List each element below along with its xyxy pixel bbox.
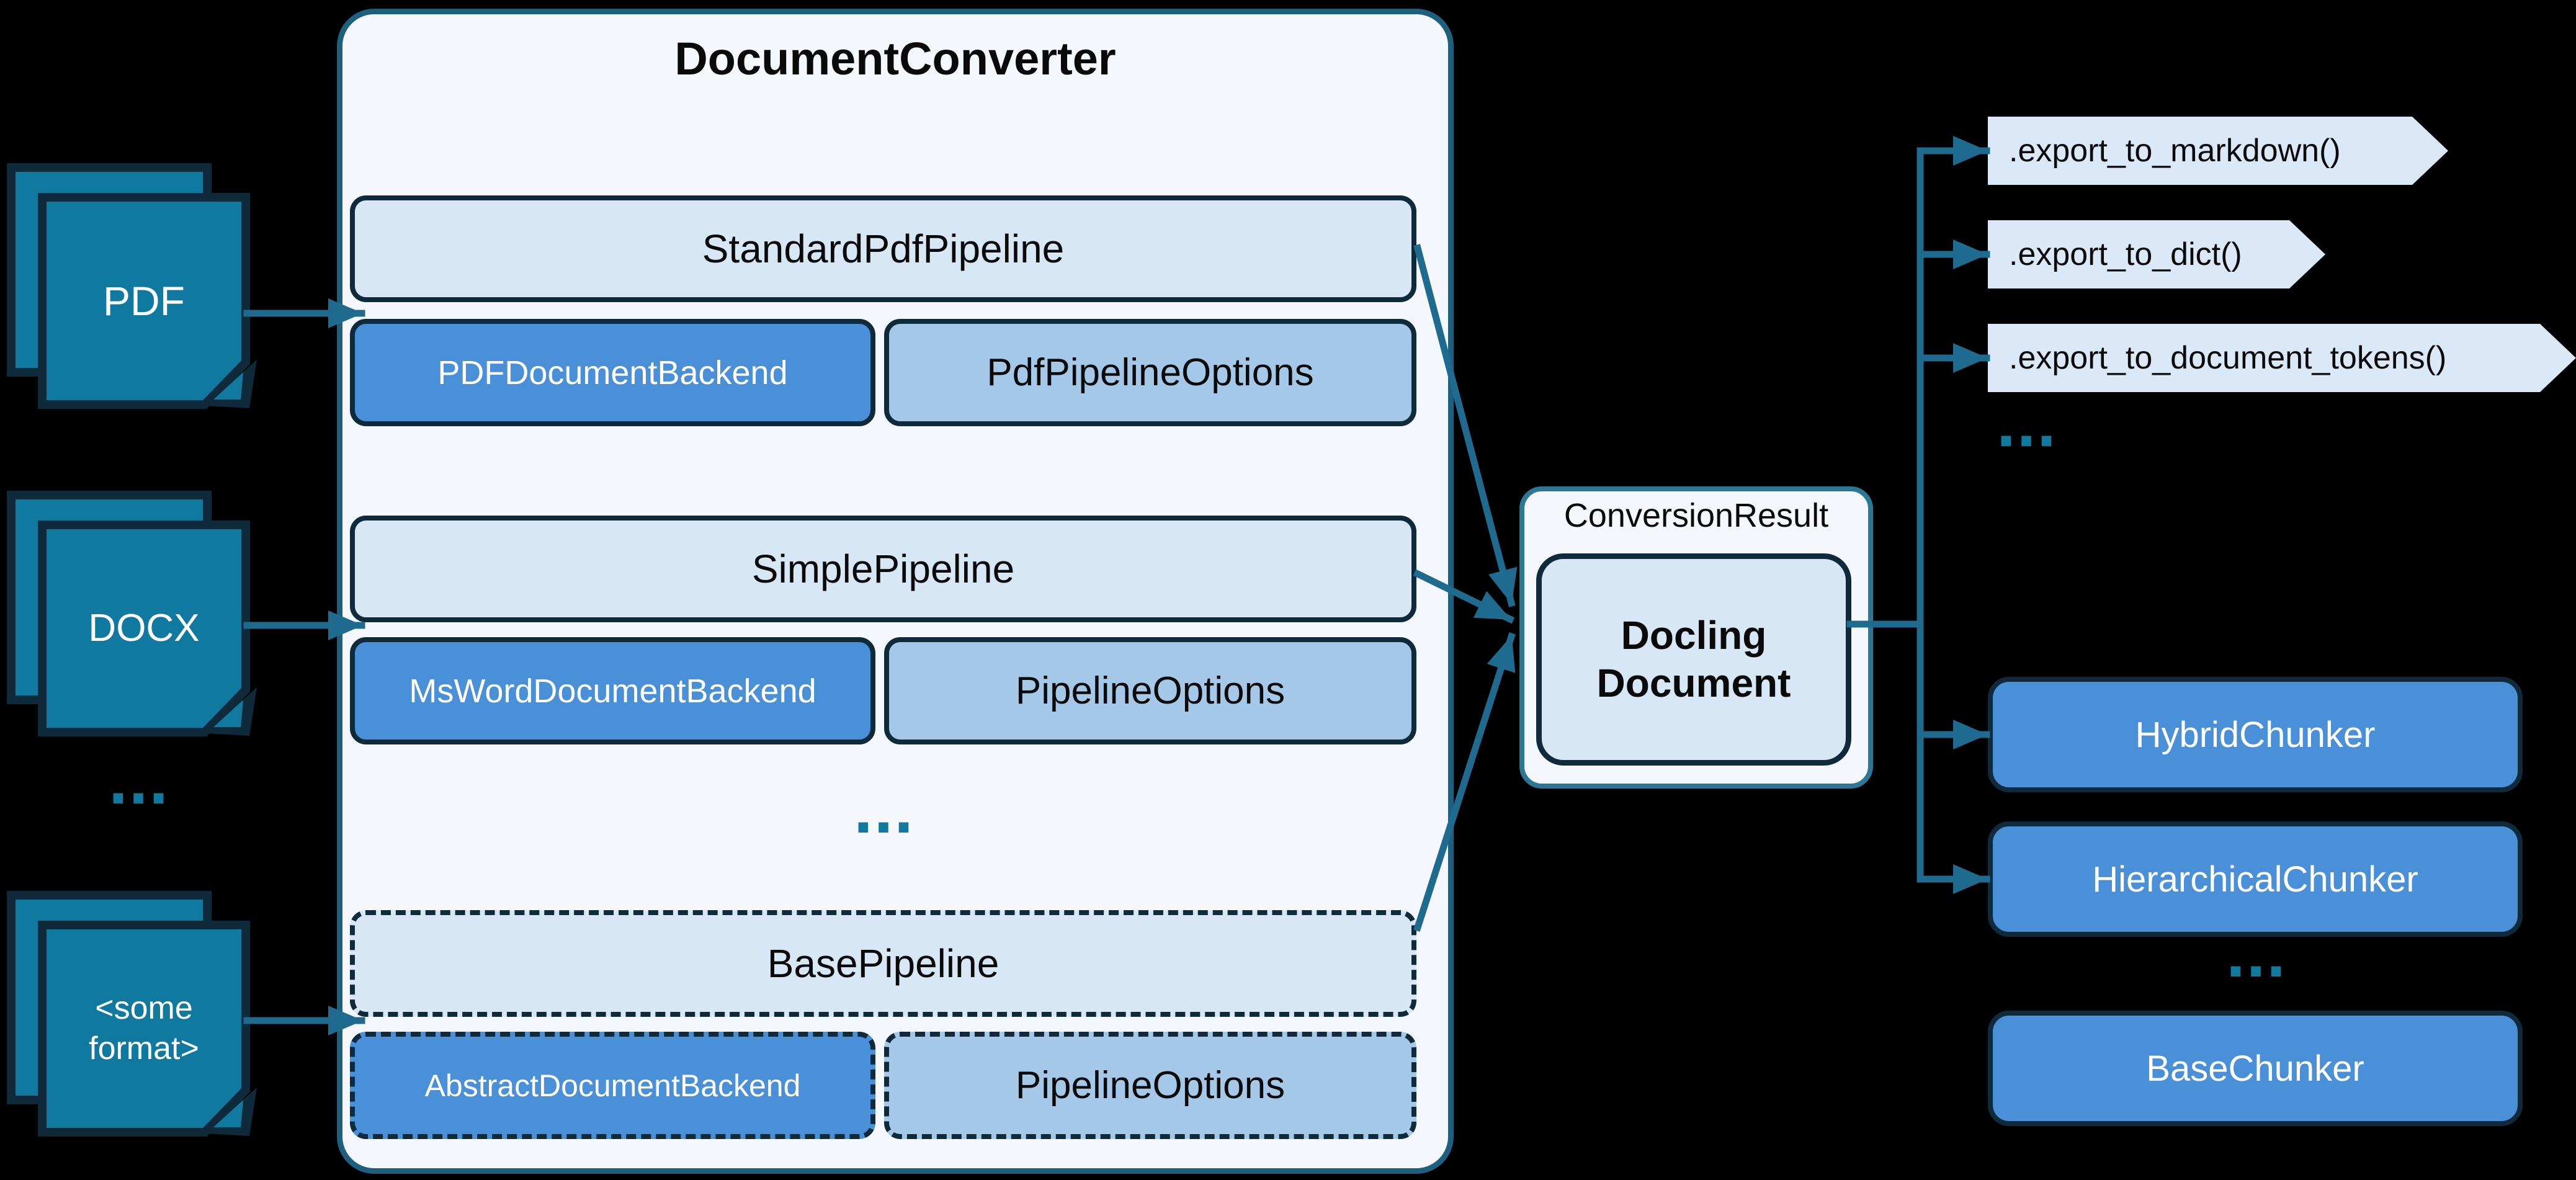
stacked-pages-icon — [7, 163, 257, 409]
converter-ellipsis: ... — [854, 771, 915, 847]
hybrid-chunker-box: HybridChunker — [1988, 677, 2523, 792]
docx-document-icon: DOCX — [6, 490, 261, 763]
pipeline-name: BasePipeline — [767, 941, 1000, 986]
front-page-shape — [38, 521, 250, 736]
pdf-pipeline-options-box: PdfPipelineOptions — [884, 319, 1416, 426]
chunker-label: HierarchicalChunker — [2092, 859, 2418, 900]
export-method-label: .export_to_dict() — [2009, 236, 2242, 272]
chunker-label: BaseChunker — [2146, 1048, 2364, 1089]
chunkers-ellipsis: ... — [2226, 915, 2287, 991]
backend-name: PDFDocumentBackend — [437, 354, 788, 391]
page-fold-inner — [213, 372, 243, 400]
front-page-shape — [38, 921, 250, 1137]
exports-ellipsis: ... — [1997, 385, 2057, 461]
standard-pdf-pipeline-box: StandardPdfPipeline — [350, 195, 1416, 302]
base-pipeline-box: BasePipeline — [350, 910, 1416, 1017]
pipeline-options-box: PipelineOptions — [884, 637, 1416, 744]
inputs-ellipsis: ... — [109, 742, 169, 818]
backend-name: AbstractDocumentBackend — [424, 1068, 801, 1103]
msword-document-backend-box: MsWordDocumentBackend — [350, 637, 875, 744]
options-name: PdfPipelineOptions — [986, 351, 1314, 394]
export-to-dict-tag: .export_to_dict() — [1988, 220, 2325, 288]
front-page-shape — [38, 193, 250, 409]
simple-pipeline-box: SimplePipeline — [350, 516, 1416, 622]
export-method-label: .export_to_document_tokens() — [2009, 340, 2447, 376]
abstract-document-backend-box: AbstractDocumentBackend — [350, 1032, 875, 1139]
options-name: PipelineOptions — [1015, 669, 1286, 712]
conversion-result-label: ConversionResult — [1563, 497, 1829, 534]
page-fold-inner — [213, 1100, 243, 1127]
export-method-label: .export_to_markdown() — [2009, 133, 2341, 169]
options-name: PipelineOptions — [1015, 1064, 1286, 1107]
base-pipeline-options-box: PipelineOptions — [884, 1032, 1416, 1139]
hierarchical-chunker-box: HierarchicalChunker — [1988, 821, 2523, 937]
docx-label: DOCX — [88, 607, 200, 650]
document-converter-title: DocumentConverter — [674, 33, 1116, 84]
export-to-document-tokens-tag: .export_to_document_tokens() — [1988, 324, 2576, 392]
export-to-markdown-tag: .export_to_markdown() — [1988, 117, 2448, 185]
docling-document-label: Docling Document — [1596, 613, 1791, 705]
page-fold-inner — [213, 700, 243, 727]
pipeline-name: SimplePipeline — [751, 547, 1015, 591]
backend-name: MsWordDocumentBackend — [409, 672, 816, 710]
stacked-pages-icon — [7, 491, 257, 736]
some-format-label: <some format> — [89, 990, 199, 1066]
docling-document-box: Docling Document — [1536, 553, 1851, 766]
pdf-label: PDF — [103, 277, 185, 324]
pipeline-name: StandardPdfPipeline — [702, 226, 1065, 271]
pdf-document-icon: PDF — [6, 163, 261, 436]
stacked-pages-icon — [7, 891, 257, 1137]
chunker-label: HybridChunker — [2135, 714, 2376, 755]
base-chunker-box: BaseChunker — [1988, 1011, 2523, 1126]
some-format-document-icon: <some format> — [6, 890, 261, 1163]
pdf-document-backend-box: PDFDocumentBackend — [350, 319, 875, 426]
